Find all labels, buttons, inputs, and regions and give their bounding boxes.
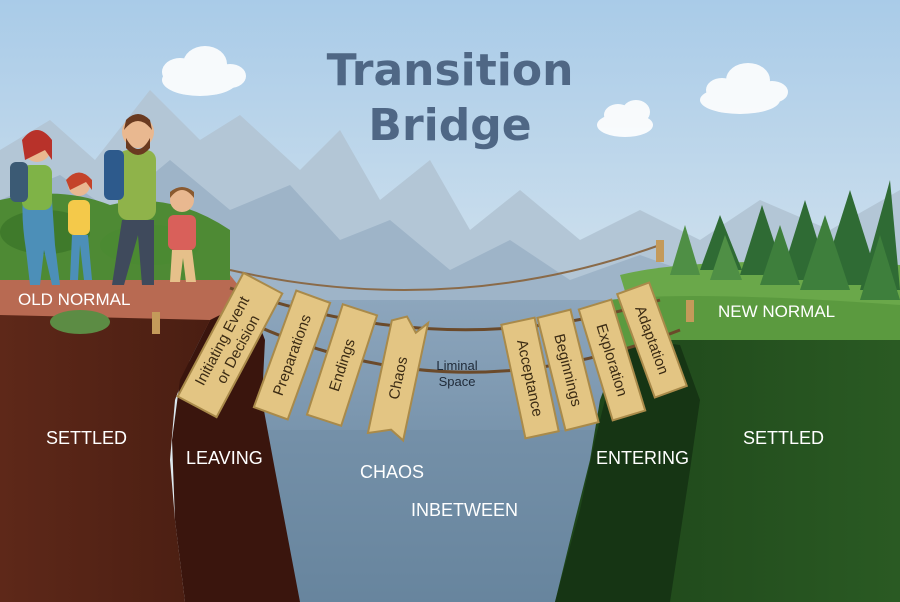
hiker-girl — [66, 172, 92, 280]
bridge-post — [656, 240, 664, 262]
label-liminal-line2: Space — [438, 374, 476, 389]
bridge-post — [152, 312, 160, 334]
bridge-planks: Initiating Event or Decision Preparation… — [176, 271, 689, 443]
label-liminal-line1: Liminal — [436, 358, 478, 373]
bridge-post — [686, 300, 694, 322]
right-cliff-inner — [555, 340, 700, 602]
label-new-normal: NEW NORMAL — [718, 302, 836, 321]
plank-beginnings: Beginnings — [536, 308, 600, 432]
label-inbetween: INBETWEEN — [411, 500, 519, 520]
hiker-boy — [168, 187, 196, 282]
label-entering: ENTERING — [596, 448, 690, 468]
hiker-father — [104, 114, 156, 285]
label-settled-right: SETTLED — [743, 428, 825, 448]
label-leaving: LEAVING — [186, 448, 263, 468]
plank-preparations: Preparations — [252, 289, 332, 421]
plank-chaos: Chaos — [366, 315, 430, 443]
pine-tree-icon — [760, 215, 900, 300]
pine-tree-icon — [670, 225, 742, 280]
left-cliff — [0, 315, 210, 602]
title-line-1: Transition — [326, 45, 574, 96]
plank-endings: Endings — [305, 303, 379, 427]
label-chaos: CHAOS — [360, 462, 425, 482]
title-line-2: Bridge — [368, 100, 532, 151]
cloud-icon — [162, 46, 246, 96]
bridge-rope-upper — [229, 244, 661, 291]
label-old-normal: OLD NORMAL — [18, 290, 131, 309]
shrub — [50, 310, 110, 334]
plank-acceptance: Acceptance — [500, 316, 560, 440]
cloud-icon — [597, 100, 653, 137]
hiker-mother — [10, 130, 61, 285]
cloud-icon — [700, 63, 788, 114]
label-settled-left: SETTLED — [46, 428, 128, 448]
